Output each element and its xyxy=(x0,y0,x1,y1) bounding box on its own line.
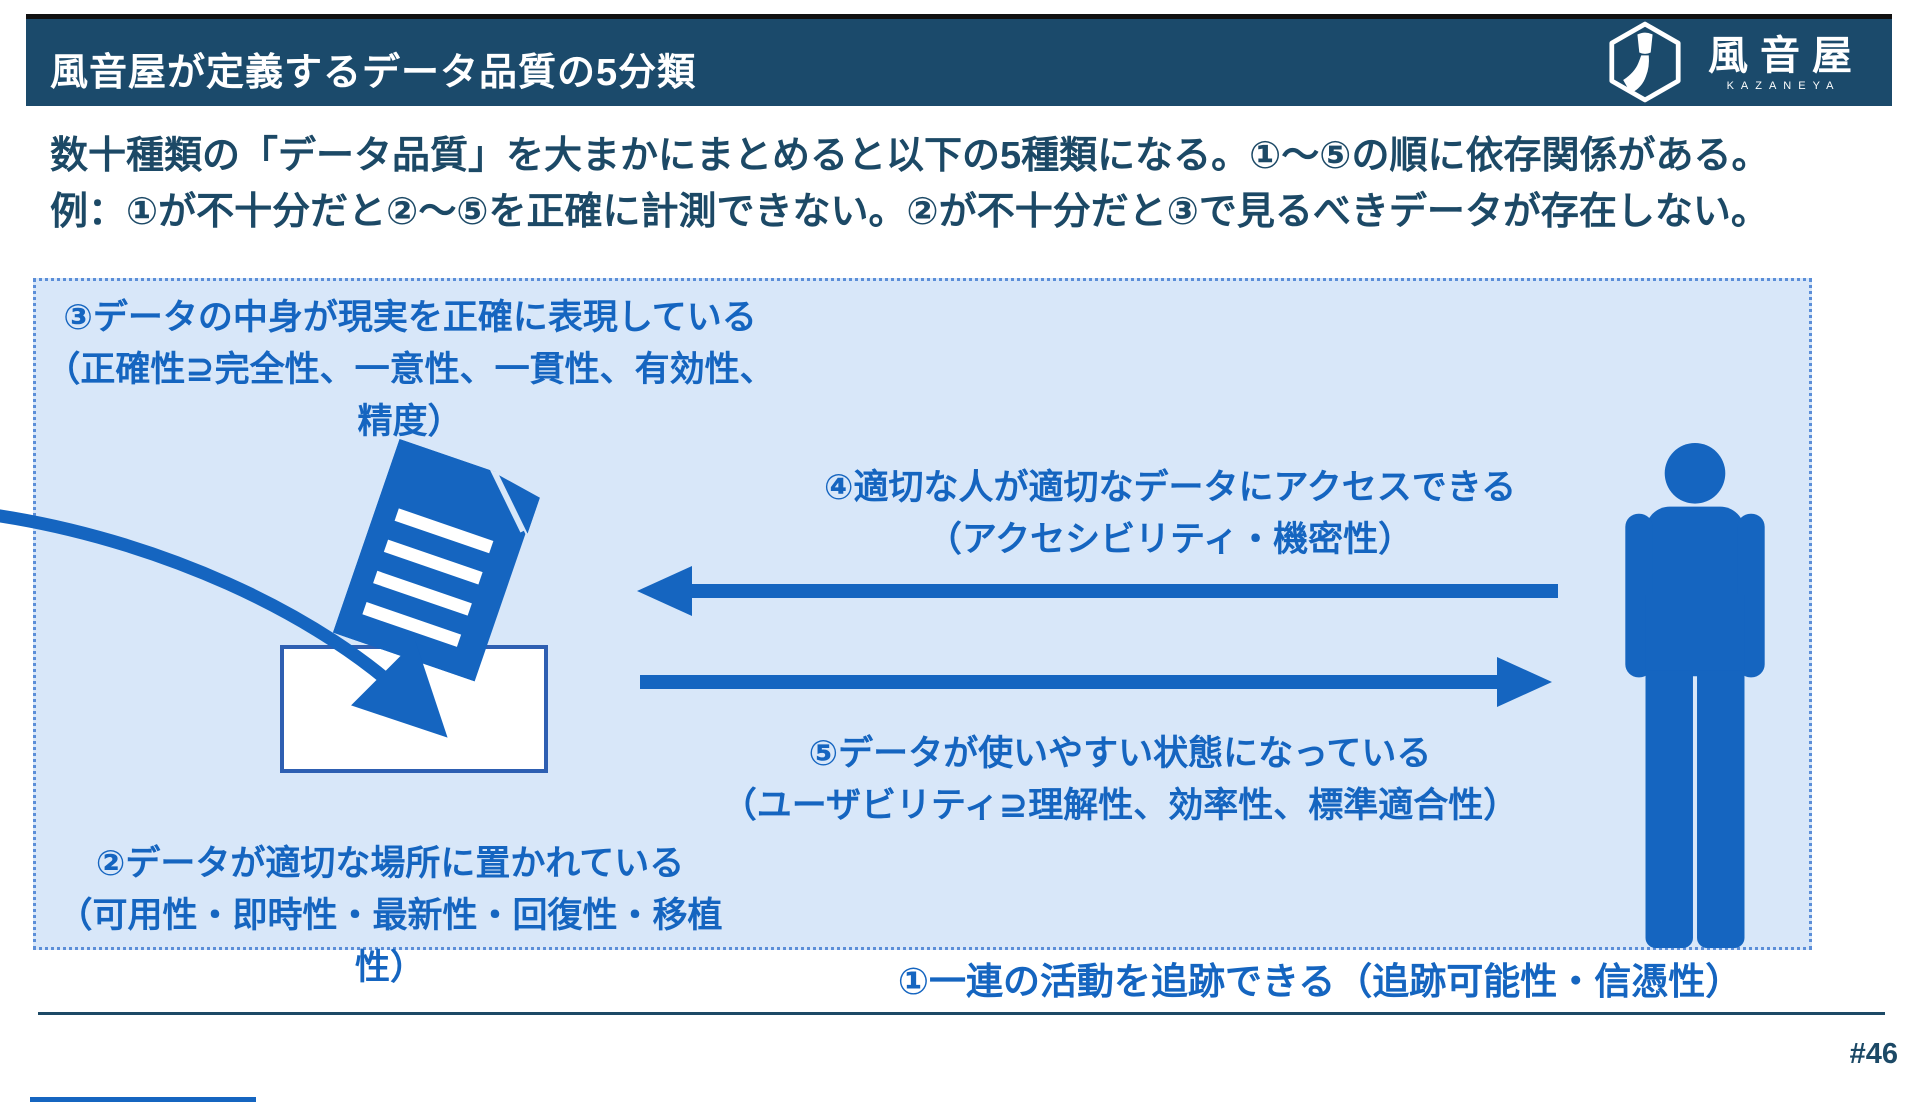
intro-text: 数十種類の「データ品質」を大まかにまとめると以下の5種類になる。①〜⑤の順に依存… xyxy=(50,128,1890,240)
item2-detail: （可用性・即時性・最新性・回復性・移植性） xyxy=(57,896,723,987)
curved-arrow xyxy=(0,509,448,738)
item3-detail: （正確性⊇完全性、一意性、一貫性、有効性、精度） xyxy=(45,350,775,441)
left-arrow xyxy=(637,566,1558,616)
label-item5: ⑤データが使いやすい状態になっている （ユーザビリティ⊇理解性、効率性、標準適合… xyxy=(620,728,1620,832)
header-bar: 風音屋が定義するデータ品質の5分類 風音屋 KAZANEYA xyxy=(26,14,1892,106)
logo-text: 風音屋 KAZANEYA xyxy=(1696,36,1864,92)
page-number: #46 xyxy=(1849,1038,1898,1070)
intro-line-1: 数十種類の「データ品質」を大まかにまとめると以下の5種類になる。①〜⑤の順に依存… xyxy=(50,135,1770,177)
label-item4: ④適切な人が適切なデータにアクセスできる （アクセシビリティ・機密性） xyxy=(760,462,1580,566)
label-item1: ①一連の活動を追跡できる（追跡可能性・信憑性） xyxy=(800,956,1840,1008)
right-arrow-head-icon xyxy=(1497,657,1552,707)
item4-detail: （アクセシビリティ・機密性） xyxy=(926,520,1414,559)
item3-title: ③データの中身が現実を正確に表現している xyxy=(63,298,757,337)
item5-detail: （ユーザビリティ⊇理解性、効率性、標準適合性） xyxy=(721,786,1519,825)
person-icon xyxy=(1625,443,1765,948)
left-arrow-bar xyxy=(685,584,1558,598)
logo-kanji: 風音屋 xyxy=(1708,34,1864,78)
document-icon xyxy=(332,438,543,682)
label-item3: ③データの中身が現実を正確に表現している （正確性⊇完全性、一意性、一貫性、有効… xyxy=(40,292,780,448)
right-arrow-bar xyxy=(640,675,1504,689)
logo-romaji: KAZANEYA xyxy=(1726,80,1841,92)
company-logo: 風音屋 KAZANEYA xyxy=(1608,21,1864,103)
bottom-accent-line xyxy=(30,1097,256,1102)
kazaneya-hexagon-icon xyxy=(1608,21,1682,108)
diagram-panel xyxy=(33,278,1812,950)
intro-line-2: 例：①が不十分だと②〜⑤を正確に計測できない。②が不十分だと③で見るべきデータが… xyxy=(50,191,1769,233)
footer-divider xyxy=(38,1012,1885,1015)
item4-title: ④適切な人が適切なデータにアクセスできる xyxy=(823,468,1517,507)
item1-label: ①一連の活動を追跡できる（追跡可能性・信憑性） xyxy=(897,961,1743,1002)
item5-title: ⑤データが使いやすい状態になっている xyxy=(808,734,1432,773)
item2-title: ②データが適切な場所に置かれている xyxy=(95,844,685,883)
label-item2: ②データが適切な場所に置かれている （可用性・即時性・最新性・回復性・移植性） xyxy=(40,838,740,994)
right-arrow xyxy=(640,657,1552,707)
page-title: 風音屋が定義するデータ品質の5分類 xyxy=(50,52,697,94)
left-arrow-head-icon xyxy=(637,566,692,616)
